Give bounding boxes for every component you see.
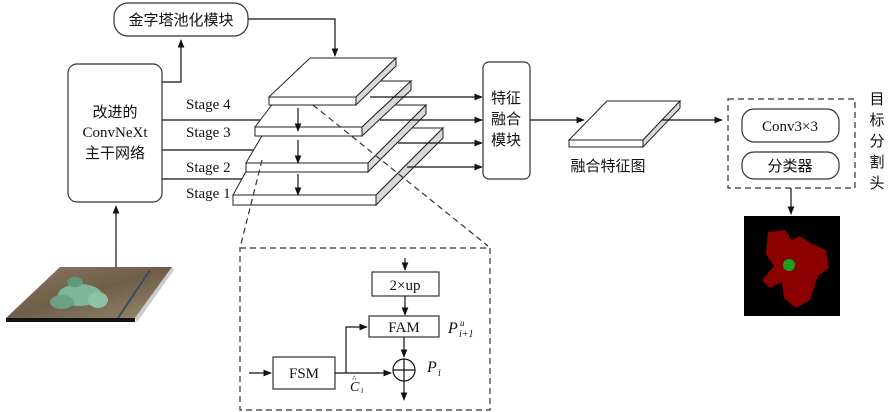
- output-segmentation-mask: [744, 216, 840, 316]
- c-i-subscript: i: [361, 386, 363, 395]
- pyramid-pooling-module: 金字塔池化模块: [113, 2, 249, 37]
- pyramid-pooling-label: 金字塔池化模块: [128, 11, 233, 29]
- head-title-char: 分: [869, 132, 884, 150]
- p-i-symbol: P: [426, 359, 437, 376]
- segmentation-head-title: 目 标 分 割 头: [869, 90, 884, 192]
- backbone-box: 改进的 ConvNeXt 主干网络: [67, 63, 163, 203]
- p-i-label: P i: [426, 359, 441, 379]
- arrow-fsm-to-fam: [345, 323, 368, 373]
- upsample-label: 2×up: [390, 278, 421, 294]
- zoom-guide-right: [312, 104, 489, 247]
- p-upper-symbol: P: [447, 320, 458, 337]
- fam-label: FAM: [388, 320, 419, 336]
- stage-1-label: Stage 1: [186, 186, 231, 202]
- feature-plate-stage-4: [267, 56, 398, 107]
- head-title-char: 目: [869, 90, 884, 108]
- segmentation-head: Conv3×3 分类器: [727, 98, 856, 189]
- head-title-char: 标: [869, 111, 884, 129]
- input-image: [6, 267, 174, 322]
- head-title-char: 头: [869, 174, 884, 192]
- feature-fusion-module: 特征 融合 模块: [482, 61, 531, 180]
- p-upper-superscript: u: [460, 318, 465, 328]
- elementwise-add-icon: [392, 358, 416, 382]
- fusion-label-line2: 融合: [491, 110, 521, 128]
- backbone-label-line3: 主干网络: [85, 144, 145, 162]
- head-title-char: 割: [869, 153, 884, 171]
- p-upper-subscript: i+1: [459, 329, 474, 340]
- fused-map-label: 融合特征图: [570, 157, 645, 175]
- fusion-label-line1: 特征: [491, 89, 521, 107]
- conv3x3-label: Conv3×3: [762, 119, 818, 135]
- fusion-label-line3: 模块: [491, 131, 521, 149]
- fused-feature-map: [567, 99, 682, 149]
- fsm-label: FSM: [289, 366, 319, 382]
- classifier-label: 分类器: [767, 157, 812, 175]
- c-i-hat: ^: [352, 374, 357, 384]
- c-i-symbol: C: [350, 380, 360, 395]
- arrow-backbone-to-pooling: [162, 39, 185, 83]
- p-i-subscript: i: [438, 368, 441, 379]
- stage-2-label: Stage 2: [186, 160, 231, 176]
- arrow-pooling-to-plate: [248, 18, 339, 57]
- stage-4-label: Stage 4: [186, 97, 231, 113]
- backbone-label-line2: ConvNeXt: [83, 125, 149, 141]
- zoom-guide-left: [239, 159, 263, 249]
- p-upper-label: P i+1 u: [447, 318, 474, 340]
- detail-box: 2×up FAM P i+1 u P i FSM C i ^: [239, 247, 491, 411]
- backbone-label-line1: 改进的: [92, 103, 137, 121]
- stage-3-label: Stage 3: [186, 125, 231, 141]
- c-i-label: C i ^: [350, 374, 363, 395]
